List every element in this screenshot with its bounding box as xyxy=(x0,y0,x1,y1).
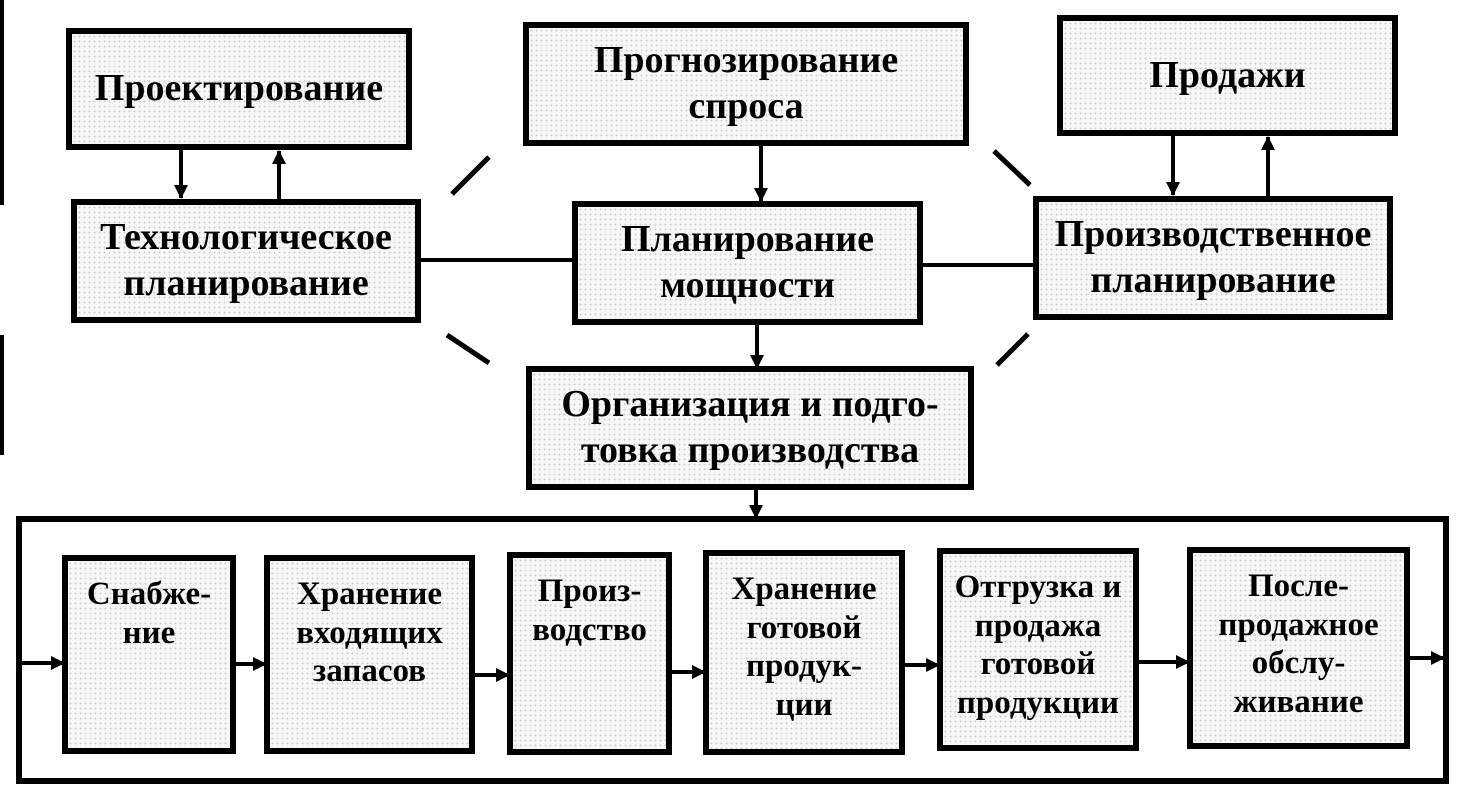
box-shipping-sales-line-2: продажа xyxy=(974,607,1102,644)
box-production-organization-line-2: товка производства xyxy=(580,429,920,471)
octagon-edge-top-right xyxy=(992,149,1032,187)
box-supply: Снабже- ние xyxy=(62,555,236,754)
box-finished-storage: Хранение готовой продук- ции xyxy=(703,550,905,755)
box-shipping-sales-line-3: готовой xyxy=(980,646,1096,683)
box-inbound-storage: Хранение входящих запасов xyxy=(264,555,475,754)
box-finished-storage-line-1: Хранение xyxy=(731,571,877,607)
box-after-sales-service-line-3: обслу- xyxy=(1251,645,1346,682)
box-demand-forecast-line-1: Прогнозирование xyxy=(593,39,899,82)
box-shipping-sales-line-4: продукции xyxy=(956,684,1120,721)
box-finished-storage-line-2: готовой xyxy=(746,609,862,646)
octagon-edge-bottom-right xyxy=(995,332,1030,367)
box-sales: Продажи xyxy=(1057,15,1398,136)
box-design-label: Проектирование xyxy=(94,67,384,110)
box-finished-storage-line-3: продук- xyxy=(745,648,863,685)
box-demand-forecast-line-2: спроса xyxy=(688,85,804,127)
box-technological-planning-line-1: Технологическое xyxy=(100,216,392,259)
box-design: Проектирование xyxy=(66,28,412,150)
box-inbound-storage-line-2: входящих xyxy=(296,614,443,651)
octagon-edge-bottom-left xyxy=(445,332,491,366)
box-inbound-storage-line-1: Хранение xyxy=(296,576,443,612)
box-finished-storage-line-4: ции xyxy=(775,686,833,723)
box-inbound-storage-line-3: запасов xyxy=(313,653,426,690)
box-shipping-sales-line-1: Отгрузка и xyxy=(954,569,1122,605)
box-shipping-sales: Отгрузка и продажа готовой продукции xyxy=(937,548,1139,751)
box-after-sales-service-line-4: живание xyxy=(1233,683,1364,720)
box-capacity-planning: Планирование мощности xyxy=(572,201,923,325)
octagon-edge-top-left xyxy=(450,155,491,196)
box-after-sales-service: После- продажное обслу- живание xyxy=(1187,547,1410,749)
box-production-organization: Организация и подго- товка производства xyxy=(526,366,974,490)
box-technological-planning: Технологическое планирование xyxy=(71,199,421,323)
box-sales-label: Продажи xyxy=(1149,53,1306,96)
box-capacity-planning-line-1: Планирование xyxy=(620,218,875,261)
box-production: Произ- водство xyxy=(507,552,672,755)
left-edge-line-bottom xyxy=(0,335,4,455)
box-capacity-planning-line-2: мощности xyxy=(660,264,835,306)
box-supply-line-1: Снабже- xyxy=(86,576,212,612)
box-production-planning-line-2: планирование xyxy=(1090,259,1336,301)
box-technological-planning-line-2: планирование xyxy=(123,262,369,304)
box-supply-line-2: ние xyxy=(122,614,176,651)
box-production-planning: Производственное планирование xyxy=(1033,196,1393,320)
box-production-line-1: Произ- xyxy=(537,573,642,609)
box-demand-forecast: Прогнозирование спроса xyxy=(523,22,969,146)
box-after-sales-service-line-1: После- xyxy=(1248,568,1349,604)
box-production-organization-line-1: Организация и подго- xyxy=(561,383,939,426)
box-production-planning-line-1: Производственное xyxy=(1054,213,1372,256)
box-production-line-2: водство xyxy=(532,611,647,648)
box-after-sales-service-line-2: продажное xyxy=(1218,606,1379,643)
left-edge-line-top xyxy=(0,0,4,205)
operations-chain-frame xyxy=(16,516,1449,784)
